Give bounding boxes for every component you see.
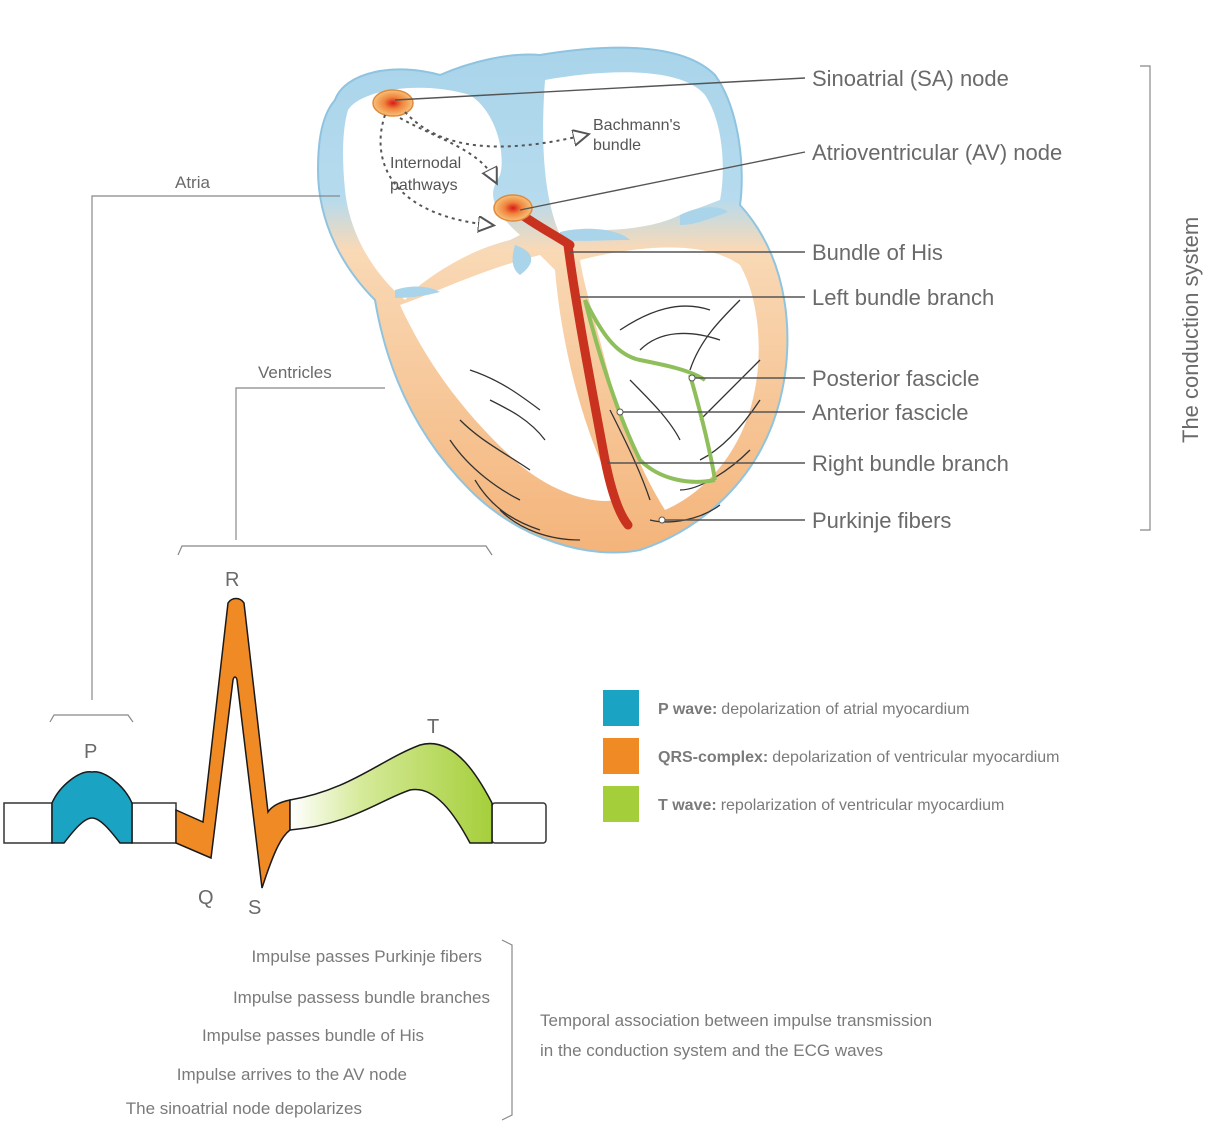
qrs-complex-legend-text: QRS-complex:depolarization of ventricula… bbox=[658, 749, 1060, 766]
left-atrium-chamber bbox=[543, 72, 723, 236]
t-wave-legend-text: T wave:repolarization of ventricular myo… bbox=[658, 797, 1004, 814]
atria-label: Atria bbox=[175, 173, 211, 192]
bachmanns-label-line2: bundle bbox=[593, 137, 641, 154]
qrs-complex-shape bbox=[175, 597, 291, 889]
caption-line1: Temporal association between impulse tra… bbox=[540, 1011, 932, 1030]
valve-flap-left bbox=[560, 228, 630, 241]
t-wave-legend-desc: repolarization of ventricular myocardium bbox=[721, 797, 1005, 814]
qrs-complex-legend-swatch bbox=[603, 738, 639, 774]
bundle-of-his-label: Bundle of His bbox=[812, 240, 943, 265]
qrs-complex-legend-term: QRS-complex: bbox=[658, 749, 768, 766]
internodal-label-line2: pathways bbox=[390, 177, 458, 194]
sequence-item-bundle-branches: Impulse passess bundle branches bbox=[233, 988, 490, 1007]
conduction-system-bracket bbox=[1140, 65, 1151, 531]
p-wave-letter: P bbox=[84, 741, 97, 763]
t-wave-legend-term: T wave: bbox=[658, 797, 717, 814]
p-wave-legend-swatch bbox=[603, 690, 639, 726]
sequence-bracket bbox=[501, 939, 513, 1121]
p-wave-legend-term: P wave: bbox=[658, 701, 717, 718]
sequence-item-bundle-of-his: Impulse passes bundle of His bbox=[202, 1026, 424, 1045]
q-wave-letter: Q bbox=[198, 887, 214, 909]
p-wave-shape bbox=[51, 771, 133, 844]
sequence-item-purkinje: Impulse passes Purkinje fibers bbox=[251, 947, 482, 966]
posterior-fascicle-label: Posterior fascicle bbox=[812, 366, 980, 391]
s-wave-letter: S bbox=[248, 897, 261, 919]
sequence-item-sa-node: The sinoatrial node depolarizes bbox=[126, 1099, 362, 1118]
t-wave-letter: T bbox=[427, 716, 439, 738]
valve-flap-tricuspid bbox=[395, 286, 440, 298]
left-fascicles bbox=[583, 299, 717, 484]
valve-flap-mitral bbox=[680, 207, 728, 225]
purkinje-network bbox=[449, 299, 761, 541]
r-wave-letter: R bbox=[225, 569, 239, 591]
ventricles-label: Ventricles bbox=[258, 363, 332, 382]
atrial-septum-flap bbox=[512, 245, 532, 275]
right-ventricle-chamber bbox=[400, 255, 615, 501]
t-wave-shape bbox=[289, 742, 493, 844]
right-bundle-branch-label: Right bundle branch bbox=[812, 451, 1009, 476]
internodal-dotted-pathways bbox=[379, 111, 585, 225]
p-wave-legend-text: P wave:depolarization of atrial myocardi… bbox=[658, 701, 969, 718]
right-bundle-branch-path bbox=[563, 240, 633, 530]
sa-node bbox=[372, 89, 414, 117]
qrs-complex-legend-desc: depolarization of ventricular myocardium bbox=[772, 749, 1059, 766]
baseline-left bbox=[3, 802, 53, 844]
baseline-right bbox=[491, 802, 547, 844]
left-ventricle-chamber bbox=[580, 247, 759, 510]
purkinje-fibers-label: Purkinje fibers bbox=[812, 508, 951, 533]
right-atrium-chamber bbox=[343, 87, 520, 301]
av-node-label: Atrioventricular (AV) node bbox=[812, 140, 1062, 165]
sequence-item-av-node: Impulse arrives to the AV node bbox=[177, 1065, 407, 1084]
ecg-trace: P R T Q S bbox=[3, 569, 547, 919]
internodal-label-line1: Internodal bbox=[390, 155, 461, 172]
left-bundle-branch-label: Left bundle branch bbox=[812, 285, 994, 310]
bachmanns-label-line1: Bachmann's bbox=[593, 117, 681, 134]
leader-lines bbox=[394, 77, 806, 524]
p-wave-legend-desc: depolarization of atrial myocardium bbox=[721, 701, 969, 718]
caption-line2: in the conduction system and the ECG wav… bbox=[540, 1041, 883, 1060]
heart-illustration: Bachmann's bundle Internodal pathways bbox=[316, 46, 789, 554]
conduction-system-label: The conduction system bbox=[1178, 217, 1203, 443]
baseline-pr bbox=[131, 802, 177, 844]
legend: P wave:depolarization of atrial myocardi… bbox=[603, 690, 1060, 822]
region-connectors: Atria Ventricles bbox=[49, 173, 493, 723]
impulse-sequence: Impulse passes Purkinje fibers Impulse p… bbox=[126, 939, 513, 1121]
av-node bbox=[493, 194, 533, 222]
conduction-labels: Sinoatrial (SA) node Atrioventricular (A… bbox=[812, 66, 1062, 533]
t-wave-legend-swatch bbox=[603, 786, 639, 822]
anterior-fascicle-label: Anterior fascicle bbox=[812, 400, 969, 425]
sa-node-label: Sinoatrial (SA) node bbox=[812, 66, 1009, 91]
